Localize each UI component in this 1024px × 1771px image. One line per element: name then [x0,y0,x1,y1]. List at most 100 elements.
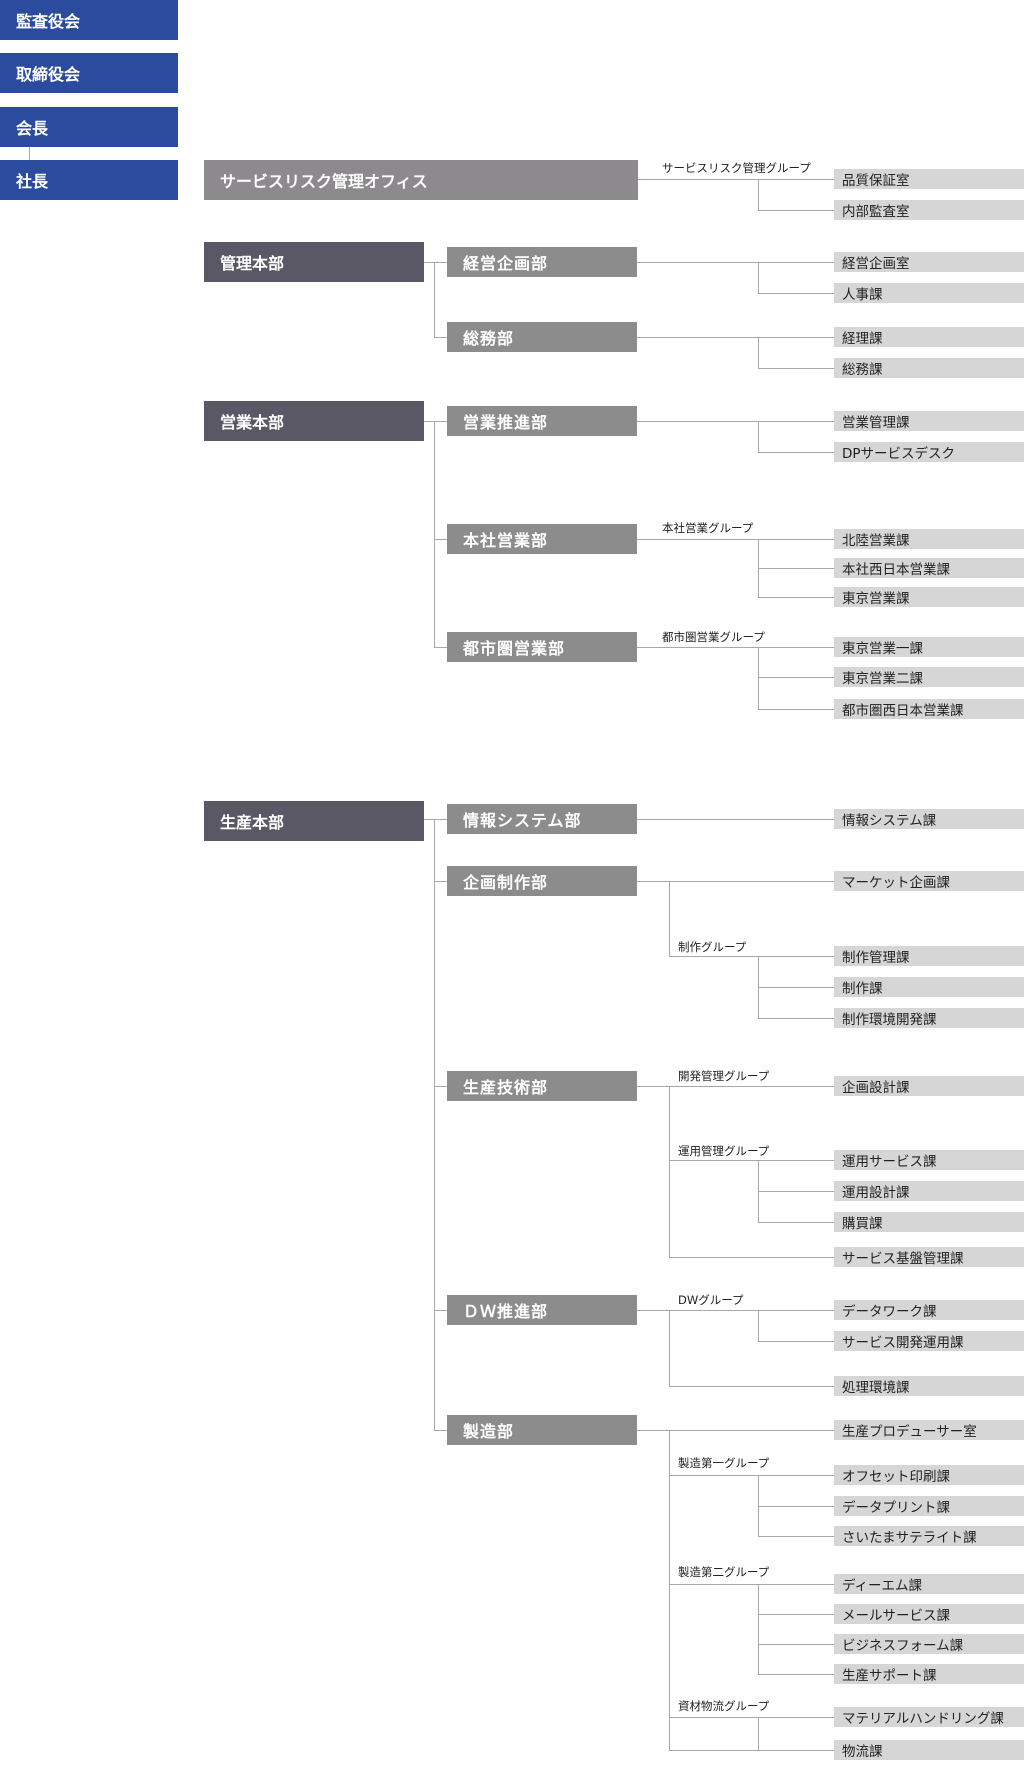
section-label: 経理課 [842,331,883,347]
connector [758,1222,834,1223]
section-label: 都市圏西日本営業課 [842,703,964,719]
section-label: 生産プロデューサー室 [842,1424,977,1440]
connector [424,262,447,263]
president-label: 社長 [16,172,49,191]
connector [637,881,834,882]
section-box: 東京営業一課 [834,637,1024,657]
connector [424,819,447,820]
connector [669,1584,834,1585]
group-label: 都市圏営業グループ [662,630,765,644]
section-box: 運用サービス課 [834,1150,1024,1170]
audit-board-label: 監査役会 [16,12,81,31]
planning-production-dept-box: 企画制作部 [447,866,637,896]
dept-label: 営業推進部 [463,413,549,432]
connector [669,1310,670,1387]
section-label: 制作管理課 [842,950,910,966]
group-label: 資材物流グループ [678,1699,770,1713]
connector [637,262,834,263]
group-label: DWグループ [678,1293,744,1307]
section-label: ディーエム課 [842,1578,923,1594]
connector [434,262,435,338]
connector [669,1160,834,1161]
section-box: 情報システム課 [834,809,1024,829]
connector [758,1674,834,1675]
connector [758,709,834,710]
connector [637,539,834,540]
connector [434,1430,447,1431]
head-office-sales-dept-box: 本社営業部 [447,524,637,554]
section-label: サービス開発運用課 [842,1335,964,1351]
connector [669,1086,670,1257]
section-label: 北陸営業課 [842,533,910,549]
connector [758,1310,759,1341]
section-label: 営業管理課 [842,415,910,431]
sales-hq-label: 営業本部 [220,413,285,432]
connector [758,597,834,598]
connector [758,179,834,180]
connector [758,1506,834,1507]
section-label: 東京営業二課 [842,671,923,687]
board-label: 取締役会 [16,65,81,84]
manufacturing-dept-box: 製造部 [447,1415,637,1445]
group-label: 運用管理グループ [678,1144,770,1158]
connector [434,421,435,648]
connector [758,368,834,369]
section-label: 内部監査室 [842,204,910,220]
section-box: 制作管理課 [834,946,1024,966]
connector [434,1310,447,1311]
section-box: 運用設計課 [834,1181,1024,1201]
connector [434,337,447,338]
section-box: さいたまサテライト課 [834,1526,1024,1546]
section-box: 制作環境開発課 [834,1008,1024,1028]
connector [758,452,834,453]
connector [758,1341,834,1342]
section-label: メールサービス課 [842,1608,950,1624]
audit-board-box: 監査役会 [0,0,178,40]
section-label: 制作環境開発課 [842,1012,937,1028]
section-label: 制作課 [842,981,883,997]
section-label: 処理環境課 [842,1380,910,1396]
section-box: 物流課 [834,1740,1024,1760]
connector [669,881,670,956]
service-risk-group-label: サービスリスク管理グループ [662,161,811,175]
connector [669,1257,834,1258]
admin-hq-label: 管理本部 [220,254,285,273]
connector [434,819,435,1431]
connector [637,421,834,422]
section-box: データプリント課 [834,1496,1024,1516]
sales-hq-box: 営業本部 [204,401,424,441]
dept-label: 情報システム部 [463,811,582,830]
production-hq-box: 生産本部 [204,801,424,841]
dept-label: 経営企画部 [463,254,549,273]
connector [669,956,834,957]
section-box: 品質保証室 [834,169,1024,189]
connector [758,1018,834,1019]
dept-label: 生産技術部 [463,1078,549,1097]
dw-promotion-dept-box: ＤＷ推進部 [447,1295,637,1325]
dept-label: 総務部 [463,329,515,348]
service-risk-office-box: サービスリスク管理オフィス [204,160,638,200]
chairman-label: 会長 [16,119,49,138]
section-box: ビジネスフォーム課 [834,1634,1024,1654]
section-label: 総務課 [842,362,883,378]
section-label: 品質保証室 [842,173,910,189]
connector [669,1430,670,1751]
connector [758,1475,759,1536]
connector [434,881,447,882]
section-box: 営業管理課 [834,411,1024,431]
chairman-box: 会長 [0,107,178,147]
section-label: データプリント課 [842,1500,950,1516]
section-box: オフセット印刷課 [834,1465,1024,1485]
connector [758,179,759,210]
dept-label: ＤＷ推進部 [463,1302,549,1321]
section-box: 生産サポート課 [834,1664,1024,1684]
section-label: 情報システム課 [842,813,937,829]
connector [638,179,758,180]
section-box: 本社西日本営業課 [834,558,1024,578]
section-label: マテリアルハンドリング課 [842,1711,1004,1727]
connector [637,819,834,820]
connector [758,210,834,211]
admin-hq-box: 管理本部 [204,242,424,282]
connector [758,1614,834,1615]
section-box: 購買課 [834,1212,1024,1232]
